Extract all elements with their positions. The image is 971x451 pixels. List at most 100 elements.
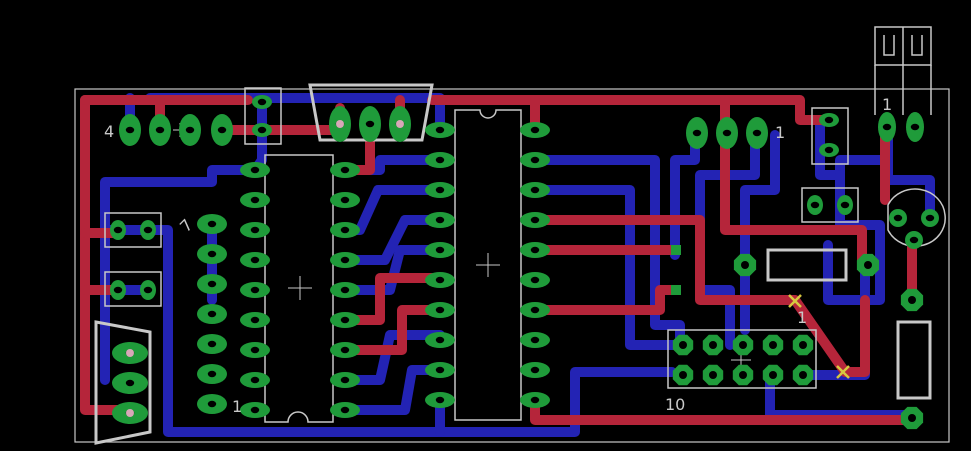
drill-hole	[435, 336, 445, 344]
drill-hole	[910, 123, 920, 131]
drill-hole	[365, 120, 375, 128]
drill-hole	[207, 370, 217, 378]
pad-center-dot	[396, 120, 404, 128]
unrouted-markers	[788, 294, 850, 379]
drill-hole	[741, 261, 749, 269]
drill-hole	[340, 196, 350, 204]
drill-hole	[155, 126, 165, 134]
drill-hole	[435, 216, 445, 224]
drill-hole	[207, 280, 217, 288]
bottom-trace	[340, 215, 445, 265]
top-trace	[427, 95, 833, 125]
bottom-trace	[340, 245, 445, 295]
label-connector-pin1: 4	[104, 122, 114, 141]
top-trace	[840, 295, 870, 377]
drill-hole	[125, 379, 135, 387]
origin-cross	[288, 276, 312, 300]
label-header-pin1: 1	[775, 123, 785, 142]
drill-hole	[340, 376, 350, 384]
drill-hole	[893, 214, 903, 222]
board-outline	[74, 88, 950, 443]
drill-hole	[340, 346, 350, 354]
drill-hole	[340, 166, 350, 174]
drill-hole	[530, 126, 540, 134]
silkscreen-layer	[94, 26, 946, 445]
dip-left-outline	[264, 154, 334, 423]
drill-hole	[207, 250, 217, 258]
via	[671, 245, 681, 255]
drill-hole	[908, 414, 916, 422]
drill-hole	[125, 126, 135, 134]
drill-hole	[250, 316, 260, 324]
drill-hole	[925, 214, 935, 222]
capacitor-left-lower-outline	[104, 271, 162, 307]
drill-hole	[340, 226, 350, 234]
via	[671, 285, 681, 295]
drill-hole	[250, 256, 260, 264]
drill-hole	[530, 366, 540, 374]
drill-hole	[340, 256, 350, 264]
drill-hole	[530, 336, 540, 344]
drill-hole	[435, 396, 445, 404]
drill-hole	[709, 371, 717, 379]
label-diode-pin1: 1	[882, 95, 892, 114]
drill-hole	[530, 246, 540, 254]
bottom-trace	[530, 155, 685, 350]
drill-hole	[113, 226, 123, 234]
bottom-trace	[340, 330, 445, 385]
drill-hole	[250, 406, 260, 414]
drill-hole	[709, 341, 717, 349]
bottom-trace	[100, 165, 260, 385]
drill-hole	[250, 196, 260, 204]
drill-hole	[882, 123, 892, 131]
drill-hole	[530, 216, 540, 224]
connector-left-outline	[94, 320, 152, 445]
diode-outline	[766, 248, 848, 282]
top-trace	[720, 95, 867, 270]
drill-hole	[679, 341, 687, 349]
drill-hole	[113, 286, 123, 294]
top-trace	[530, 285, 681, 315]
drill-hole	[435, 306, 445, 314]
drill-hole	[722, 129, 732, 137]
drill-hole	[435, 126, 445, 134]
top-trace	[790, 295, 850, 377]
transistor-outline	[887, 188, 946, 247]
drill-hole	[840, 201, 850, 209]
top-trace	[530, 215, 800, 305]
drill-hole	[864, 261, 872, 269]
label-idc-pin10: 10	[665, 395, 685, 414]
drill-hole	[530, 186, 540, 194]
drill-hole	[207, 400, 217, 408]
drill-hole	[217, 126, 227, 134]
drill-hole	[908, 296, 916, 304]
label-idc-pin1: 1	[797, 308, 807, 327]
capacitor-left-upper-outline	[104, 212, 162, 248]
drill-hole	[810, 201, 820, 209]
idc-header-outline	[667, 329, 817, 389]
capacitor-right-outline	[811, 107, 849, 165]
drill-hole	[769, 341, 777, 349]
vias	[671, 245, 681, 295]
top-trace	[340, 305, 445, 355]
bottom-trace	[100, 225, 677, 437]
drill-hole	[250, 376, 260, 384]
drill-hole	[769, 371, 777, 379]
ir-receiver-window	[883, 35, 923, 56]
drill-hole	[435, 246, 445, 254]
drill-hole	[435, 156, 445, 164]
drill-hole	[207, 310, 217, 318]
bottom-trace	[823, 170, 885, 305]
drill-hole	[185, 126, 195, 134]
dip-center-outline	[454, 109, 522, 421]
resistor-vertical-outline	[896, 320, 932, 400]
drill-hole	[250, 346, 260, 354]
drill-hole	[340, 316, 350, 324]
drill-hole	[692, 129, 702, 137]
drill-hole	[824, 116, 834, 124]
drill-hole	[143, 226, 153, 234]
drill-hole	[257, 98, 267, 106]
drill-hole	[909, 236, 919, 244]
drill-hole	[250, 166, 260, 174]
drill-hole	[739, 341, 747, 349]
